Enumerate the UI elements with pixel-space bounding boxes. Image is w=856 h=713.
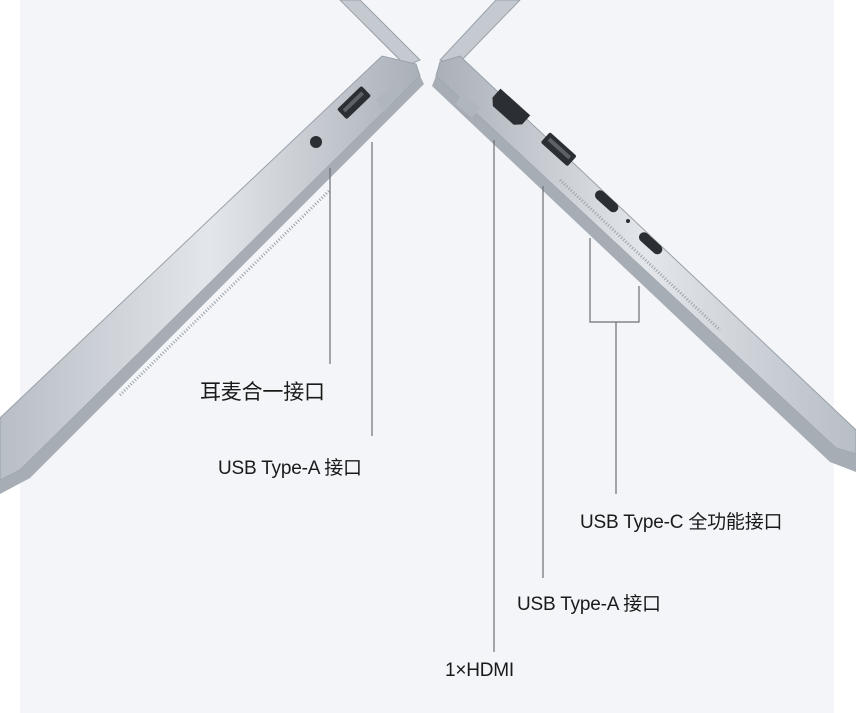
left-base-bottom [0,76,424,494]
left-base-body [0,55,421,481]
right-lid [439,0,521,67]
headset-port-label: 耳麦合一接口 [200,381,325,404]
background-panel [20,0,834,713]
right-laptop [432,0,856,472]
usb-c-port-label: USB Type-C 全功能接口 [580,512,783,533]
right-base-body [435,55,856,455]
right-grille [558,178,722,332]
leader-usb-c-bracket [589,238,640,323]
hdmi-port-label: 1×HDMI [445,660,515,681]
right-usb-c-port-1 [594,190,619,213]
left-lid [339,0,421,67]
usb-a-right-port-label: USB Type-A 接口 [517,594,661,615]
leader-lines [329,140,640,652]
left-laptop [0,0,424,494]
usb-a-left-port-label: USB Type-A 接口 [218,458,362,479]
left-grille [118,188,332,397]
right-usb-c-port-2 [638,232,663,255]
right-led [626,219,630,223]
right-hdmi-port [492,88,531,125]
left-audio-jack [310,136,322,148]
right-base-bottom [432,76,856,472]
